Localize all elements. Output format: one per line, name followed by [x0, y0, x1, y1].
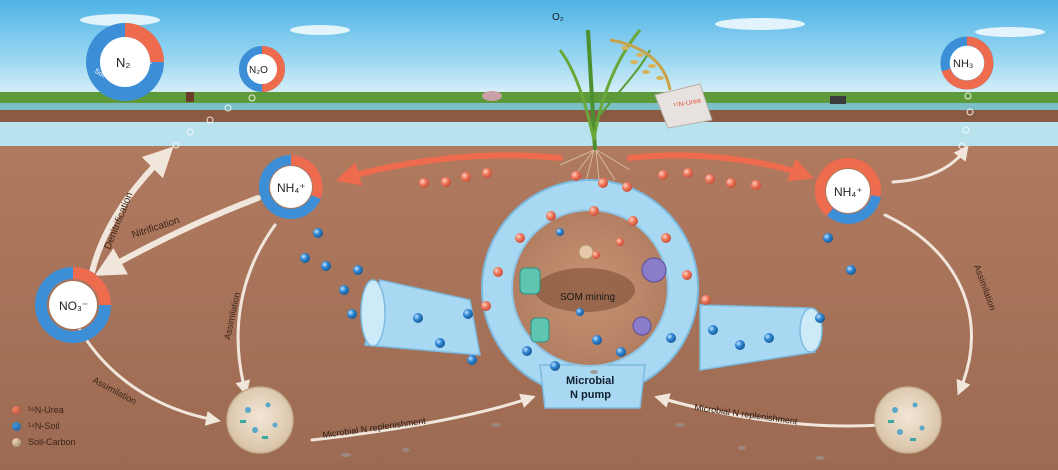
- microbes: [519, 244, 667, 343]
- som-mining-label: SOM mining: [560, 292, 615, 303]
- tractor: [830, 96, 846, 104]
- nh4-right-label: NH₄⁺: [834, 185, 863, 199]
- urea-n-particles: [419, 168, 761, 311]
- field-object: [482, 91, 502, 101]
- uptake-arrows: [335, 152, 815, 186]
- farmer-figure: [186, 92, 194, 102]
- water-strip: [0, 103, 1058, 111]
- som-particle: [535, 268, 635, 312]
- rice-plant: [558, 29, 672, 191]
- nh4-left-donut: NH₄⁺: [259, 155, 323, 219]
- legend-label: Soil-Carbon: [28, 437, 76, 447]
- nh4-right-donut: NH₄⁺: [815, 158, 881, 224]
- legend: ¹⁵N-Urea ¹⁴N-Soil Soil-Carbon: [12, 402, 76, 450]
- pump-base: [539, 364, 646, 409]
- legend-item-soil-n: ¹⁴N-Soil: [12, 418, 76, 434]
- microbial-cell-left: [226, 386, 294, 454]
- legend-label: ¹⁴N-Soil: [28, 421, 60, 431]
- soil-carbon-swatch-icon: [12, 437, 21, 447]
- nh3-donut: NH₃: [940, 36, 994, 90]
- urea-swatch-icon: [12, 405, 21, 415]
- n2o-label: N₂O: [249, 65, 268, 76]
- n2-label: N₂: [116, 55, 130, 70]
- n2-donut: N₂ Fertilizer Soil: [86, 23, 164, 101]
- legend-item-soil-carbon: Soil-Carbon: [12, 434, 76, 450]
- legend-label: ¹⁵N-Urea: [28, 405, 64, 415]
- nh3-label: NH₃: [953, 58, 973, 70]
- microbial-n-pump: SOM mining Microbial N pump: [360, 179, 823, 409]
- microbial-cell-right: [874, 386, 942, 454]
- pump-title-line2: N pump: [570, 389, 611, 401]
- pump-outlet-pipe: [699, 304, 816, 371]
- paddy-water: [0, 122, 1058, 146]
- process-arrows: [89, 146, 261, 276]
- assimilation-arrows: [78, 145, 973, 442]
- no3-donut: NO₃⁻: [35, 267, 111, 343]
- urea-bag: ¹⁵N-Urea: [654, 83, 713, 129]
- soil-n-particles: [300, 228, 856, 371]
- no3-label: NO₃⁻: [59, 299, 88, 313]
- n2o-donut: N₂O: [239, 46, 285, 92]
- bund-strip: [0, 110, 1058, 124]
- pump-title-line1: Microbial: [566, 375, 614, 387]
- o2-label: O₂: [552, 12, 564, 23]
- soil-carbon-particles: [341, 370, 825, 460]
- nh4-left-label: NH₄⁺: [277, 181, 306, 195]
- legend-item-urea: ¹⁵N-Urea: [12, 402, 76, 418]
- soil-n-swatch-icon: [12, 421, 21, 431]
- clouds: [80, 14, 1045, 37]
- sky: [0, 0, 1058, 100]
